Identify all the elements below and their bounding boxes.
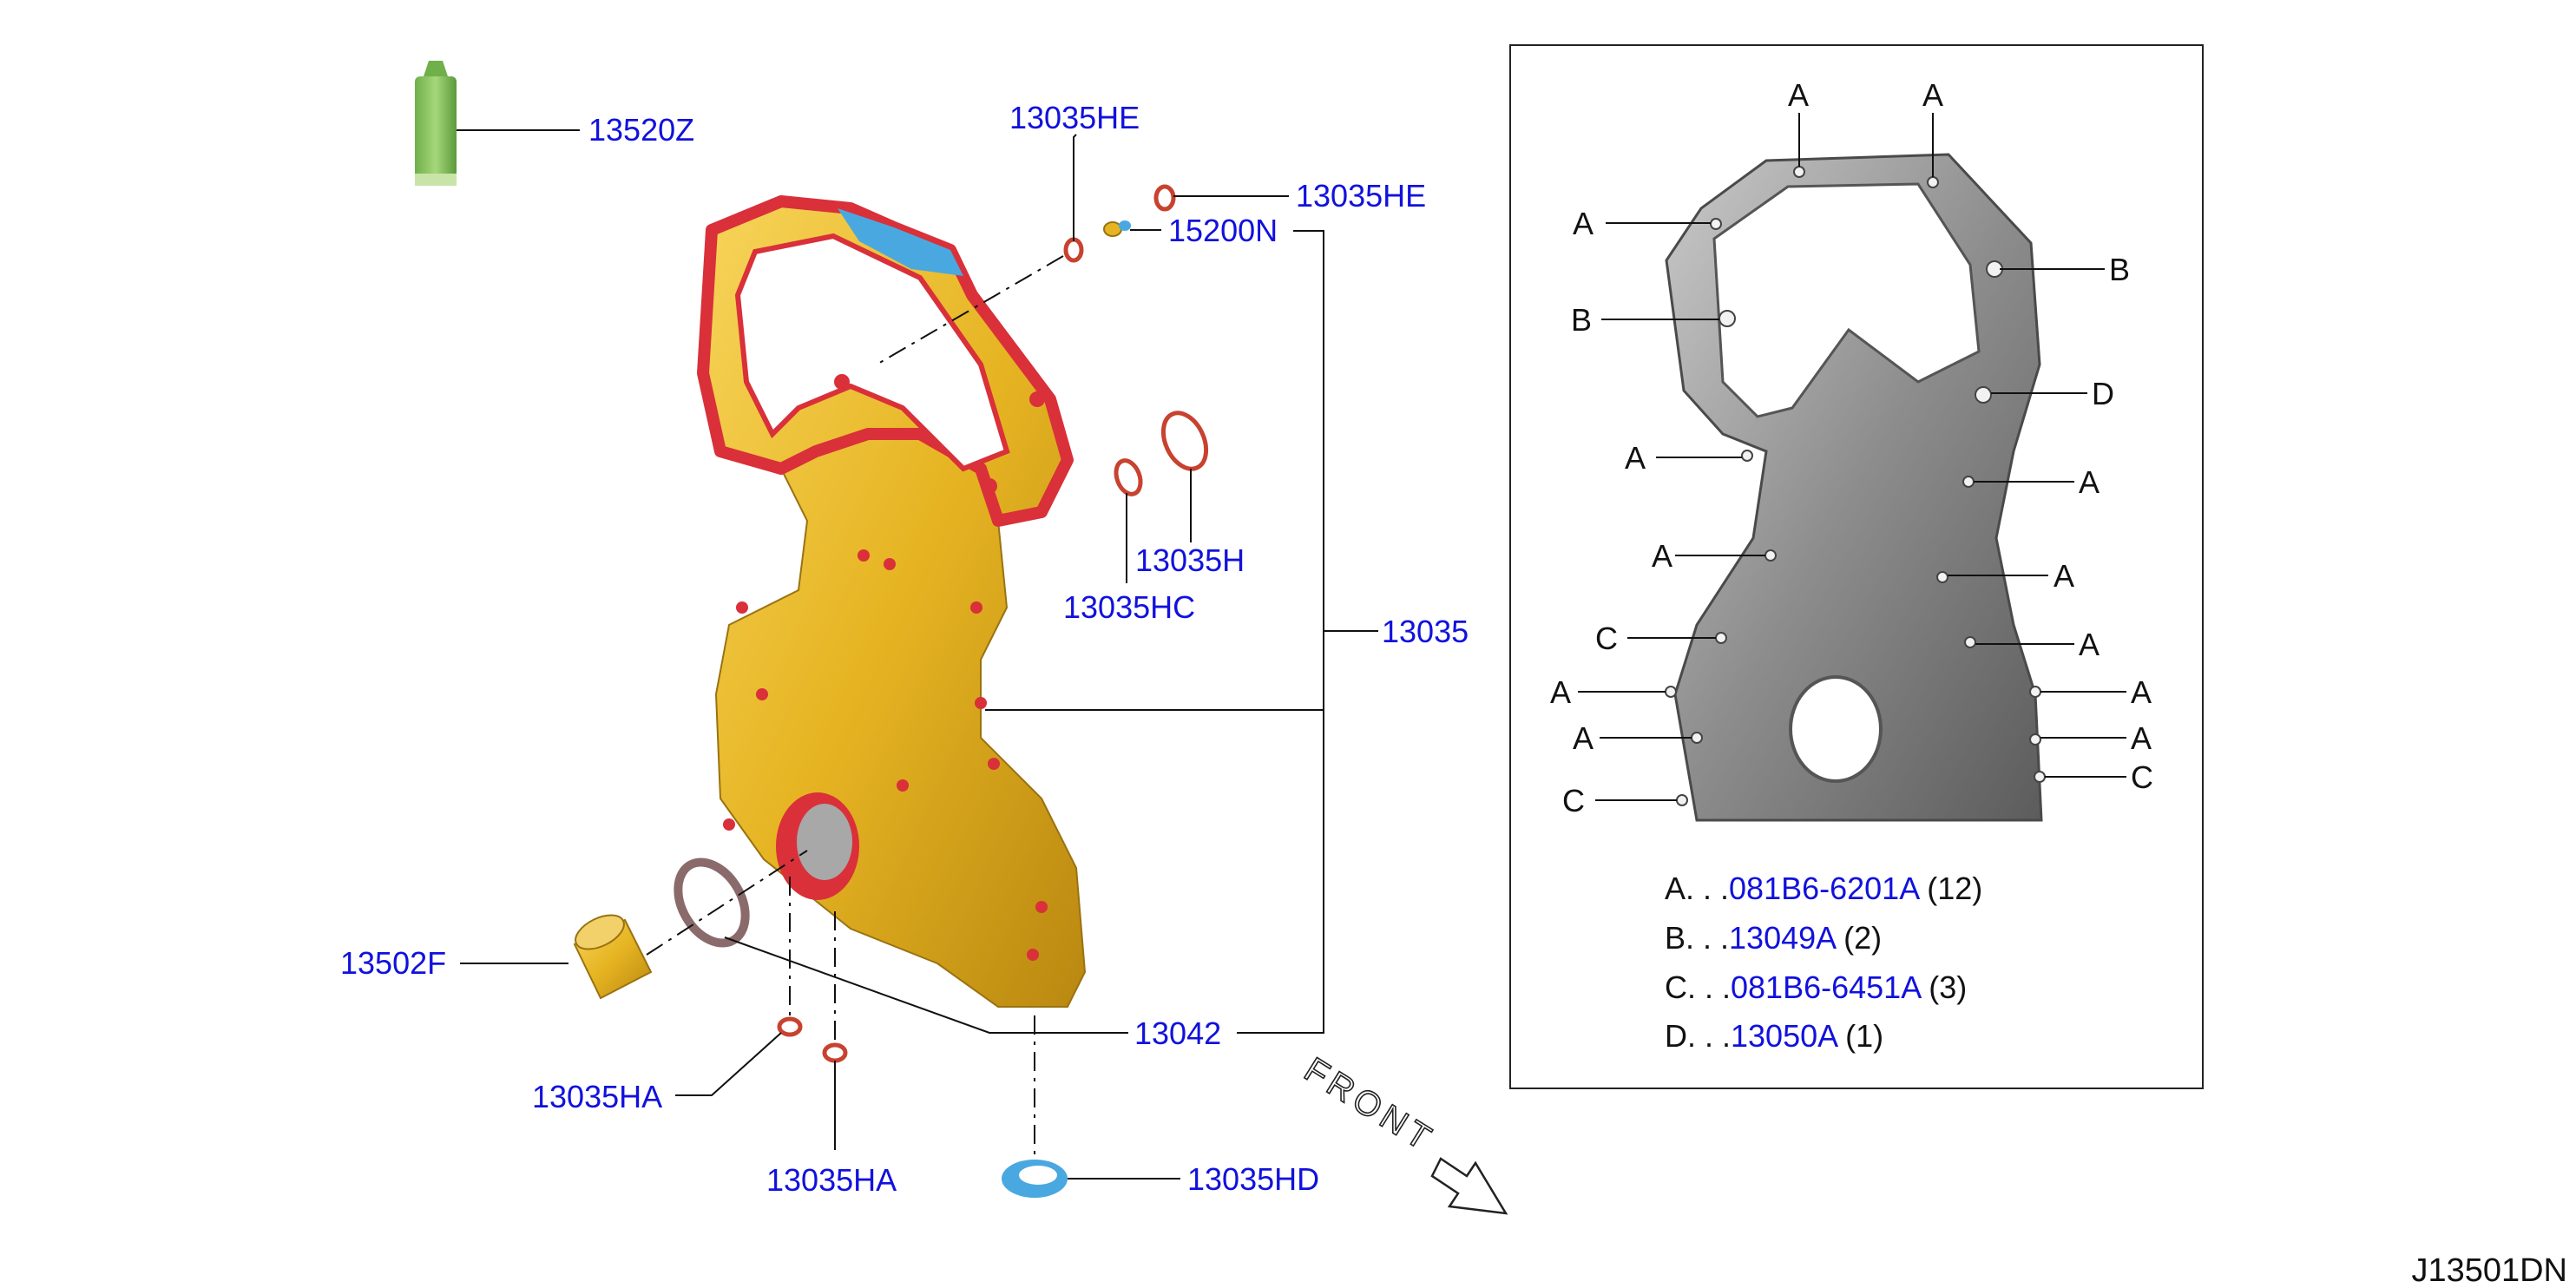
oring-13035HE-small — [1063, 237, 1084, 263]
oring-13035H — [1160, 411, 1209, 471]
callout-13035HD[interactable]: 13035HD — [1187, 1161, 1319, 1197]
legend-row-b: B. . .13049A (2) — [1665, 920, 1882, 956]
inset-letter-c: C — [2131, 759, 2153, 795]
legend-part-link[interactable]: 081B6-6451A — [1731, 969, 1922, 1005]
legend-row-c: C. . .081B6-6451A (3) — [1665, 969, 1967, 1005]
bolt-legend: A. . .081B6-6201A (12) B. . .13049A (2) … — [1665, 871, 1982, 1054]
inset-letter-a: A — [2079, 464, 2100, 500]
oring-13035HE — [1153, 184, 1176, 212]
inset-letter-c: C — [1595, 621, 1618, 656]
oring-13035HA-b — [822, 1042, 848, 1063]
callout-13035[interactable]: 13035 — [1382, 614, 1469, 649]
callout-13035H[interactable]: 13035H — [1135, 542, 1245, 578]
inset-letter-b: B — [2109, 252, 2130, 287]
front-cover — [697, 195, 1087, 1008]
callout-13035HE-a[interactable]: 13035HE — [1009, 100, 1140, 135]
inset-letter-c: C — [1562, 783, 1585, 818]
leader-13042 — [724, 936, 1128, 1034]
inset-letter-a: A — [2131, 674, 2152, 710]
legend-part-link[interactable]: 081B6-6201A — [1729, 871, 1920, 906]
oring-13035HA-a — [777, 1016, 803, 1037]
bolt-15200N — [1103, 220, 1131, 237]
callout-13042[interactable]: 13042 — [1134, 1015, 1221, 1051]
inset-letter-a: A — [2079, 627, 2100, 662]
inset-letter-b: B — [1571, 302, 1592, 338]
leader-13035HA-a — [675, 1032, 782, 1096]
inset-leaders — [1578, 113, 2126, 801]
front-label: FRONT — [1298, 1050, 1442, 1160]
legend-letter: C. . . — [1665, 969, 1731, 1005]
inset-letter-a: A — [1573, 720, 1594, 756]
inset-letter-a: A — [1652, 538, 1672, 574]
legend-qty: (2) — [1835, 920, 1882, 956]
sealant-tube — [415, 61, 457, 186]
legend-qty: (1) — [1837, 1018, 1883, 1054]
legend-part-link[interactable]: 13049A — [1729, 920, 1837, 956]
callout-13035HE-b[interactable]: 13035HE — [1296, 178, 1426, 214]
legend-row-d: D. . .13050A (1) — [1665, 1018, 1883, 1054]
inset-letter-a: A — [1625, 440, 1646, 476]
callout-13520Z[interactable]: 13520Z — [588, 112, 694, 148]
diagram-code: J13501DN — [2411, 1252, 2567, 1288]
inset-letter-a: A — [2054, 558, 2074, 594]
inset-letter-a: A — [1788, 77, 1809, 113]
legend-part-link[interactable]: 13050A — [1731, 1018, 1838, 1054]
inset-letter-a: A — [2131, 720, 2152, 756]
legend-letter: D. . . — [1665, 1018, 1731, 1054]
inset-letter-a: A — [1550, 674, 1571, 710]
callout-13035HA-b[interactable]: 13035HA — [766, 1162, 897, 1198]
oring-13035HC — [1114, 458, 1143, 496]
assembly-line — [646, 850, 808, 956]
oil-seal-13042 — [674, 858, 750, 948]
bracket-13035 — [1237, 230, 1324, 1034]
seal-13035HD — [1002, 1160, 1068, 1198]
collar-13502F — [573, 914, 653, 1000]
inset-cover-view — [1665, 153, 2046, 822]
callout-13502F[interactable]: 13502F — [340, 945, 446, 981]
front-indicator: FRONT — [1297, 1050, 1508, 1215]
callout-13035HC[interactable]: 13035HC — [1063, 589, 1195, 625]
leader-13035HE-a — [1073, 134, 1077, 241]
inset-letter-a: A — [1922, 77, 1943, 113]
inset-letter-a: A — [1573, 206, 1594, 241]
legend-qty: (3) — [1920, 969, 1967, 1005]
front-arrow-icon — [1430, 1157, 1508, 1215]
legend-letter: B. . . — [1665, 920, 1729, 956]
inset-letter-d: D — [2092, 376, 2114, 411]
callout-13035HA-a[interactable]: 13035HA — [532, 1079, 662, 1114]
legend-row-a: A. . .081B6-6201A (12) — [1665, 871, 1982, 906]
callout-15200N[interactable]: 15200N — [1168, 213, 1278, 248]
legend-letter: A. . . — [1665, 871, 1729, 906]
legend-qty: (12) — [1918, 871, 1982, 906]
